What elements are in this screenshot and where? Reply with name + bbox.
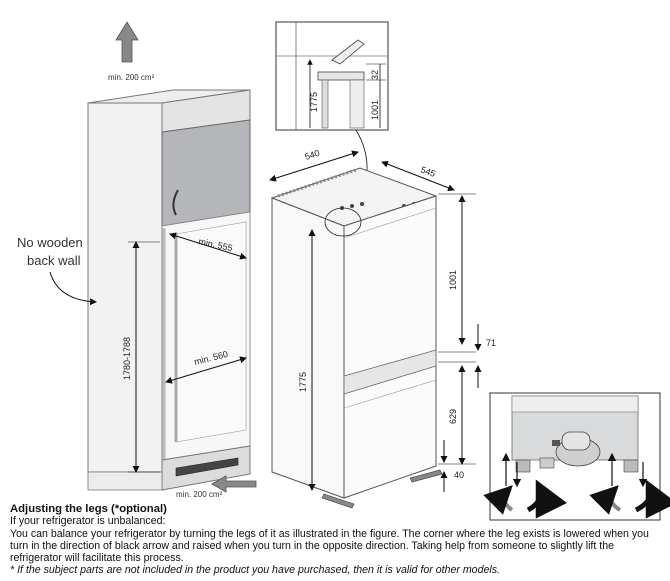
bottom-label: 40 bbox=[454, 470, 464, 480]
notes-line2: You can balance your refrigerator by tur… bbox=[10, 527, 649, 565]
vent-bottom-label: min. 200 cm² bbox=[176, 490, 223, 499]
back-wall-label: No wooden bbox=[17, 235, 83, 250]
back-wall-label-2: back wall bbox=[27, 253, 81, 268]
vent-up-arrow bbox=[115, 21, 139, 63]
upper-section-label: 1001 bbox=[448, 270, 458, 290]
detail-inset: 1775 32 1001 bbox=[275, 21, 389, 215]
notes-heading: Adjusting the legs (*optional) bbox=[10, 503, 167, 515]
lower-section-label: 629 bbox=[448, 409, 458, 424]
appliance-depth-label: 545 bbox=[419, 164, 437, 179]
detail-height-label: 1775 bbox=[309, 92, 319, 112]
appliance-drawing: 540 545 1775 1001 71 629 40 bbox=[269, 148, 496, 509]
notes-block: Adjusting the legs (*optional) If your r… bbox=[10, 503, 662, 577]
detail-top-label: 32 bbox=[370, 70, 380, 80]
leg-adjust-inset bbox=[483, 392, 670, 521]
cabinet-height-label: 1780-1788 bbox=[122, 337, 132, 380]
gap-label: 71 bbox=[486, 338, 496, 348]
cabinet-drawing: min. 200 cm² min. 200 cm² min. 555 min. … bbox=[17, 21, 257, 499]
vent-top-label: min. 200 cm² bbox=[108, 73, 155, 82]
notes-line1: If your refrigerator is unbalanced: bbox=[10, 515, 166, 528]
upper-cabinet-door bbox=[161, 119, 251, 227]
vent-bottom-arrow bbox=[211, 475, 257, 493]
appliance-width-label: 540 bbox=[304, 148, 321, 162]
appliance-height-label: 1775 bbox=[298, 372, 308, 392]
notes-footnote: * If the subject parts are not included … bbox=[10, 564, 500, 577]
plinth-vent bbox=[175, 457, 239, 477]
detail-section-label: 1001 bbox=[370, 100, 380, 120]
